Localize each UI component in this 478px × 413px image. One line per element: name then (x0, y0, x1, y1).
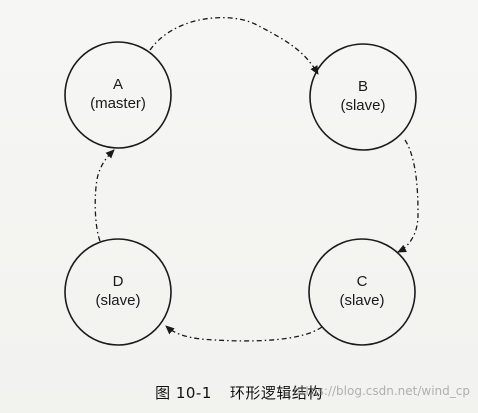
watermark-text: https://blog.csdn.net/wind_cp (293, 384, 470, 398)
node-a-name: A (112, 76, 123, 93)
node-c-label: C (slave) (307, 272, 417, 310)
node-a-circle (64, 41, 172, 149)
figure-number: 图 10-1 (155, 384, 212, 402)
edge-a-to-b (149, 16, 319, 75)
node-a-label: A (master) (63, 75, 173, 113)
figure-title: 环形逻辑结构 (229, 384, 323, 402)
figure-caption: 图 10-1 环形逻辑结构 (0, 382, 478, 403)
node-d-label: D (slave) (63, 272, 173, 310)
node-b-label: B (slave) (308, 77, 418, 115)
node-b-circle (309, 43, 417, 151)
node-d-role: (slave) (95, 292, 141, 309)
edge-c-to-d (165, 325, 323, 342)
node-c-name: C (356, 273, 368, 290)
edge-b-to-c (397, 139, 419, 253)
node-c-role: (slave) (339, 292, 385, 309)
node-d-name: D (112, 273, 124, 290)
node-a-role: (master) (90, 95, 146, 112)
node-b-name: B (357, 78, 368, 95)
node-c-circle (308, 238, 416, 346)
node-b-role: (slave) (340, 97, 386, 114)
edge-d-to-a (94, 149, 115, 242)
node-d-circle (64, 238, 172, 346)
